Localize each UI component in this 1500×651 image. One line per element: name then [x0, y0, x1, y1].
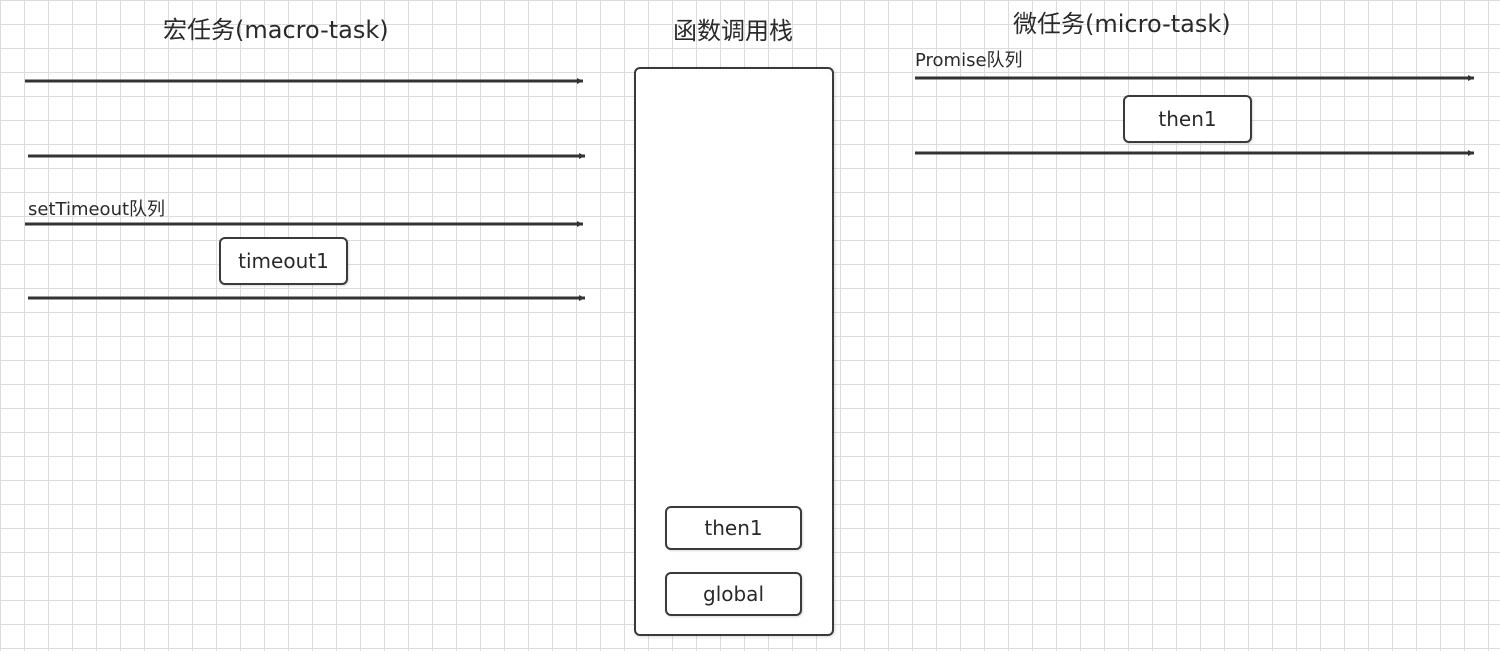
stack-frame-then1: then1: [665, 506, 802, 550]
promise-queue-label: Promise队列: [915, 50, 1023, 71]
then1-task: then1: [1123, 95, 1252, 143]
micro-task-title: 微任务(micro-task): [1013, 10, 1231, 38]
stack-frame-global: global: [665, 572, 802, 616]
call-stack-title: 函数调用栈: [673, 17, 793, 45]
timeout1-task: timeout1: [219, 237, 348, 285]
macro-task-title: 宏任务(macro-task): [163, 16, 389, 44]
settimeout-queue-label: setTimeout队列: [28, 199, 166, 220]
call-stack: [634, 67, 834, 636]
